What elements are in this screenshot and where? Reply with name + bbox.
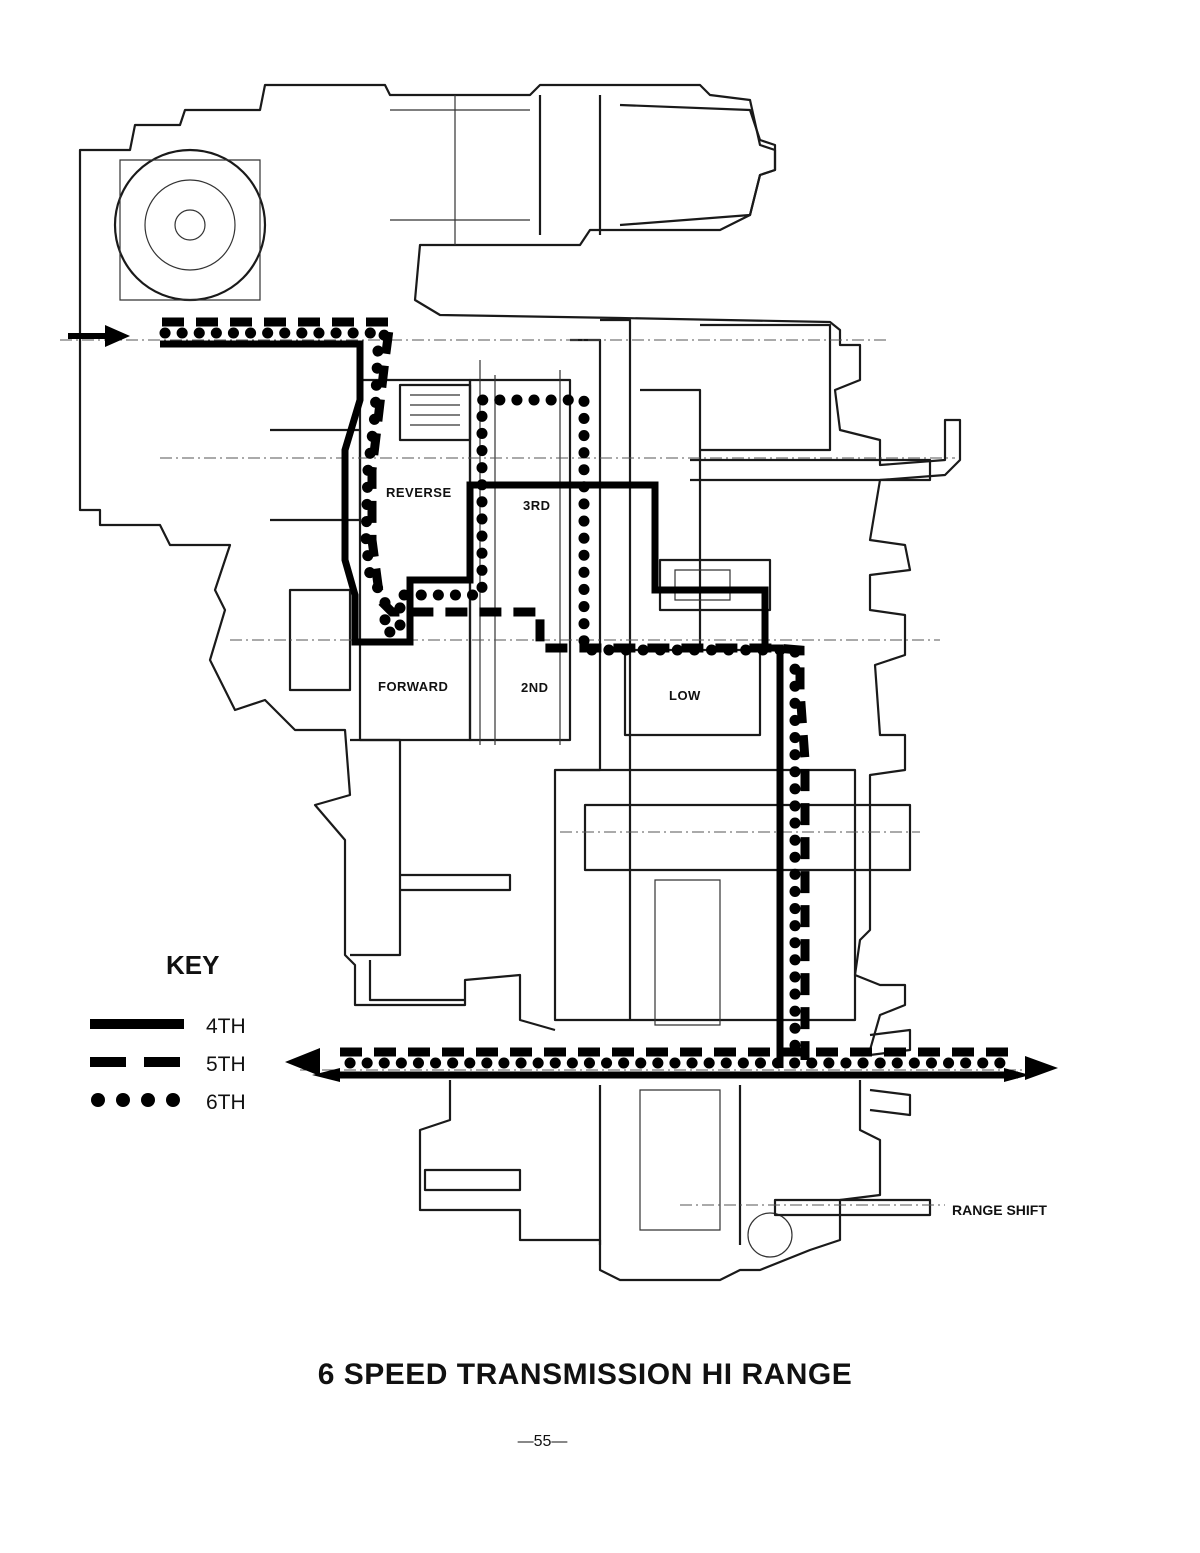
label-range-shift: RANGE SHIFT bbox=[952, 1202, 1047, 1218]
key-item-6th: 6TH bbox=[90, 1088, 290, 1118]
key-label-5th: 5TH bbox=[206, 1053, 246, 1076]
label-forward: FORWARD bbox=[378, 679, 448, 694]
label-reverse: REVERSE bbox=[386, 485, 452, 500]
page-title: 6 SPEED TRANSMISSION HI RANGE bbox=[317, 1358, 853, 1391]
input-arrow bbox=[68, 325, 130, 347]
output-arrow-left bbox=[285, 1048, 320, 1076]
key-item-5th: 5TH bbox=[90, 1050, 290, 1080]
label-low: LOW bbox=[669, 688, 701, 703]
dotted-line-icon bbox=[91, 1093, 180, 1107]
path-6th-gear bbox=[159, 327, 801, 1066]
key-title: KEY bbox=[166, 950, 220, 980]
output-arrow-left-4th bbox=[312, 1068, 340, 1082]
output-arrow-right-4th bbox=[1004, 1068, 1030, 1082]
dashed-line-icon bbox=[90, 1057, 184, 1067]
label-3rd: 3RD bbox=[523, 498, 551, 513]
transmission-housing bbox=[60, 83, 1040, 1282]
output-arrow-right bbox=[1025, 1056, 1058, 1080]
path-4th-gear bbox=[160, 340, 784, 1068]
key-label-4th: 4TH bbox=[206, 1015, 246, 1038]
label-2nd: 2ND bbox=[521, 680, 549, 695]
key-item-4th: 4TH bbox=[90, 1012, 290, 1042]
page-number: —55— bbox=[517, 1433, 568, 1450]
key-label-6th: 6TH bbox=[206, 1091, 246, 1114]
solid-line-icon bbox=[90, 1019, 184, 1029]
path-5th-gear bbox=[162, 317, 810, 1060]
